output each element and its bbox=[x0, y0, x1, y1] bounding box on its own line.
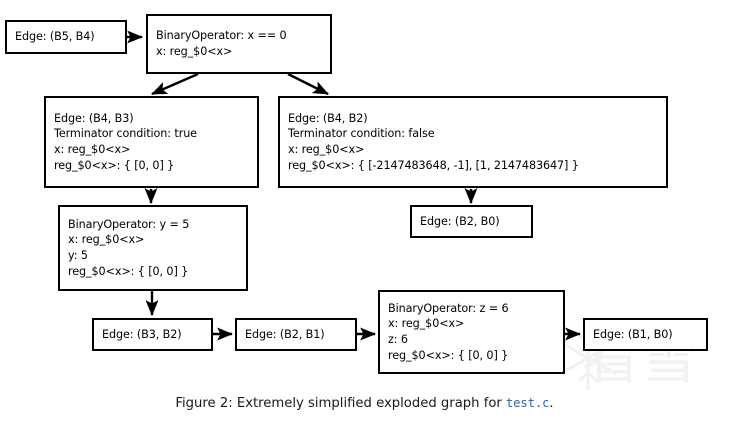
node-text-line: Edge: (B4, B2) bbox=[288, 111, 368, 125]
node-text-line: x: reg_$0<x> bbox=[388, 317, 465, 331]
node-edge-b5-b4[interactable]: Edge: (B5, B4) bbox=[5, 20, 127, 54]
node-binaryoperator-y-equals-5[interactable]: BinaryOperator: y = 5 x: reg_$0<x> y: 5 … bbox=[58, 205, 248, 291]
node-text-line: x: reg_$0<x> bbox=[54, 143, 131, 156]
node-text-line: Edge: (B5, B4) bbox=[15, 30, 95, 43]
node-edge-b1-b0[interactable]: Edge: (B1, B0) bbox=[583, 318, 708, 351]
node-text-line: reg_$0<x>: { [0, 0] } bbox=[54, 158, 175, 172]
node-text-line: BinaryOperator: y = 5 bbox=[68, 217, 190, 231]
caption-suffix: . bbox=[549, 396, 554, 411]
node-text-line: z: 6 bbox=[388, 333, 408, 346]
node-edge-b2-b1[interactable]: Edge: (B2, B1) bbox=[235, 318, 357, 351]
node-text-line: reg_$0<x>: { [0, 0] } bbox=[388, 348, 509, 362]
node-text-line: Edge: (B2, B1) bbox=[245, 327, 325, 341]
node-text-line: Terminator condition: false bbox=[288, 127, 435, 141]
node-edge-b4-b3[interactable]: Edge: (B4, B3) Terminator condition: tru… bbox=[44, 96, 259, 188]
arrow-binop-x-to-b4b3 bbox=[151, 72, 199, 96]
node-text-line: Edge: (B4, B3) bbox=[54, 111, 134, 125]
node-text-line: Terminator condition: true bbox=[54, 127, 197, 141]
node-text-line: Edge: (B3, B2) bbox=[102, 327, 182, 341]
caption-code-filename: test.c bbox=[506, 396, 550, 410]
node-text-line: reg_$0<x>: { [-2147483648, -1], [1, 2147… bbox=[288, 158, 579, 172]
node-text-line: Edge: (B1, B0) bbox=[593, 327, 673, 341]
node-binaryoperator-z-equals-6[interactable]: BinaryOperator: z = 6 x: reg_$0<x> z: 6 … bbox=[378, 290, 565, 374]
node-text-line: BinaryOperator: x == 0 bbox=[156, 29, 287, 43]
node-text-line: x: reg_$0<x> bbox=[68, 233, 145, 247]
node-edge-b4-b2[interactable]: Edge: (B4, B2) Terminator condition: fal… bbox=[278, 96, 668, 188]
node-text-line: y: 5 bbox=[68, 249, 88, 262]
node-text-line: Edge: (B2, B0) bbox=[420, 214, 500, 228]
node-text-line: x: reg_$0<x> bbox=[288, 143, 365, 156]
node-text-line: reg_$0<x>: { [0, 0] } bbox=[68, 264, 189, 278]
figure-caption: Figure 2: Extremely simplified exploded … bbox=[0, 395, 729, 412]
arrow-binop-x-to-b4b2 bbox=[287, 72, 329, 96]
node-text-line: BinaryOperator: z = 6 bbox=[388, 301, 509, 315]
node-edge-b3-b2[interactable]: Edge: (B3, B2) bbox=[92, 318, 213, 351]
node-text-line: x: reg_$0<x> bbox=[156, 45, 233, 58]
node-binaryoperator-x-equals-0[interactable]: BinaryOperator: x == 0 x: reg_$0<x> bbox=[146, 14, 332, 74]
node-edge-b2-b0[interactable]: Edge: (B2, B0) bbox=[410, 205, 533, 238]
caption-prefix: Figure 2: Extremely simplified exploded … bbox=[175, 396, 507, 411]
